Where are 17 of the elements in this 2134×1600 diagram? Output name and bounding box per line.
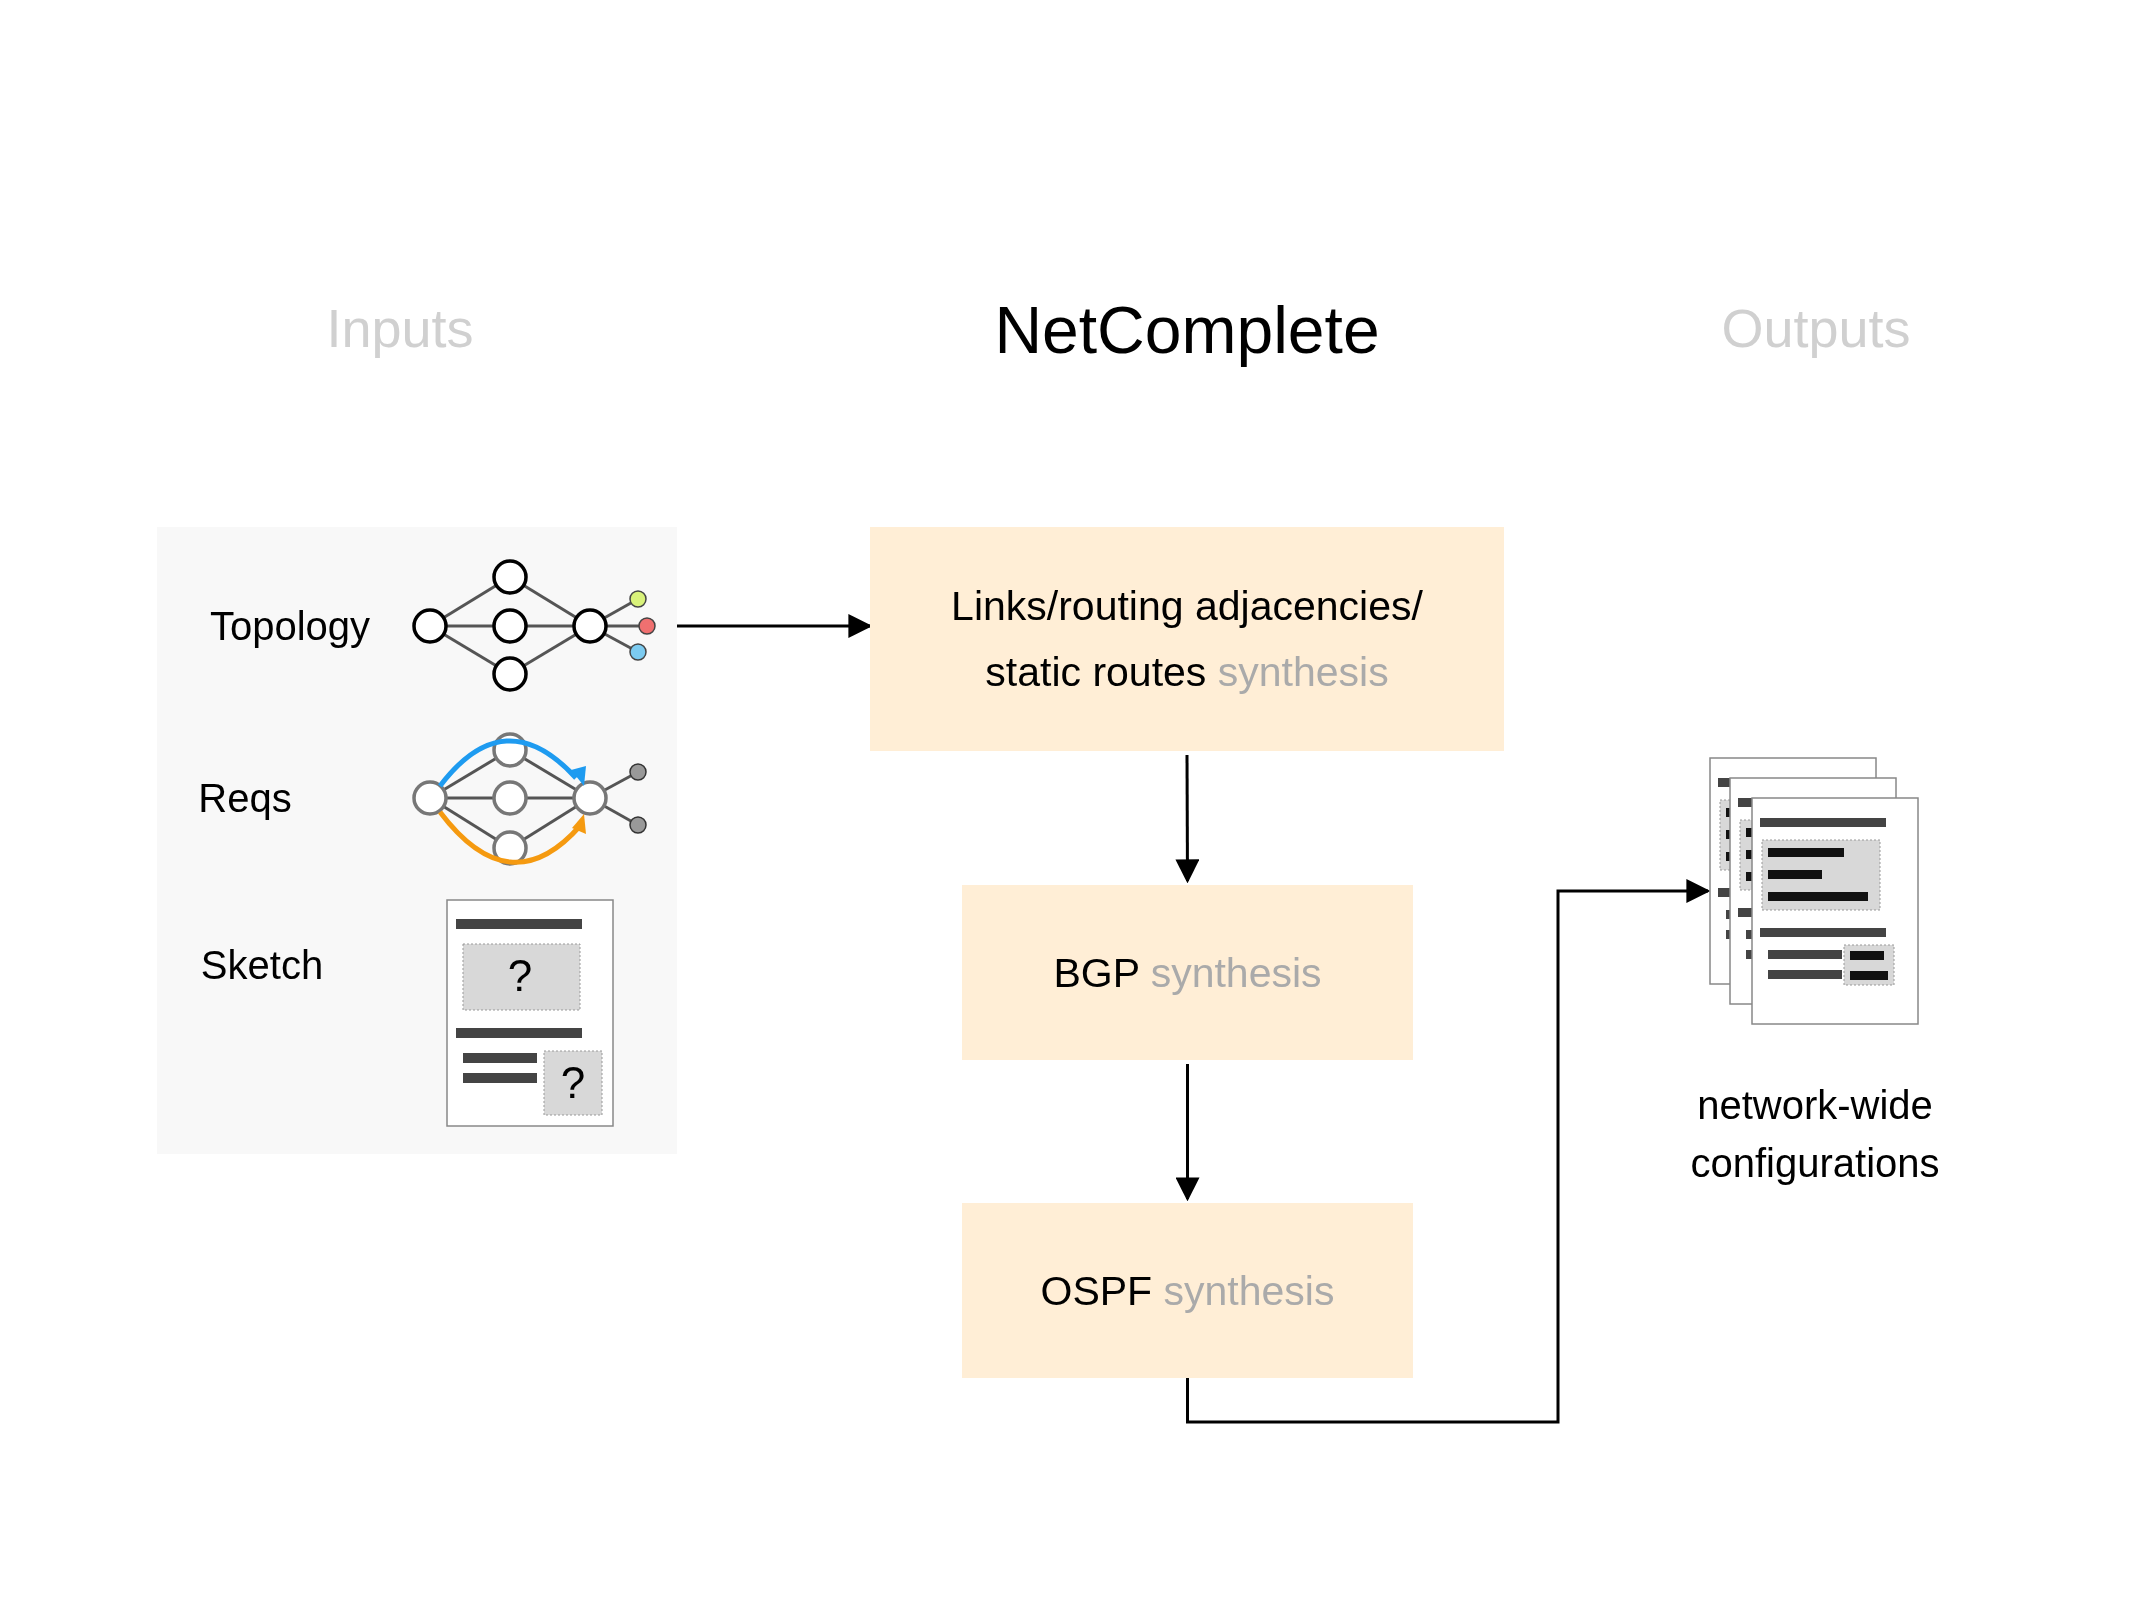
arrow	[1186, 879, 1711, 1424]
placeholder-mark: ?	[560, 1057, 586, 1109]
input-label: Reqs	[198, 775, 292, 822]
arrow	[1175, 755, 1200, 884]
input-label: Sketch	[200, 942, 324, 989]
box-text: Links/routing adjacencies/ static routes synthesis	[950, 582, 1424, 697]
synthesis-box	[962, 1203, 1413, 1378]
arrow	[1175, 1064, 1200, 1202]
box-text: BGP synthesis	[1053, 948, 1322, 998]
diagram-title: NetComplete	[994, 291, 1380, 369]
placeholder-mark: ?	[507, 950, 533, 1002]
synthesis-box	[962, 885, 1413, 1060]
output-caption: network-wide configurations	[1689, 1082, 1941, 1187]
input-label: Topology	[209, 603, 371, 650]
synthesis-box	[870, 527, 1504, 751]
box-text: OSPF synthesis	[1040, 1266, 1335, 1316]
document-stack-drawing	[1708, 756, 1922, 1026]
